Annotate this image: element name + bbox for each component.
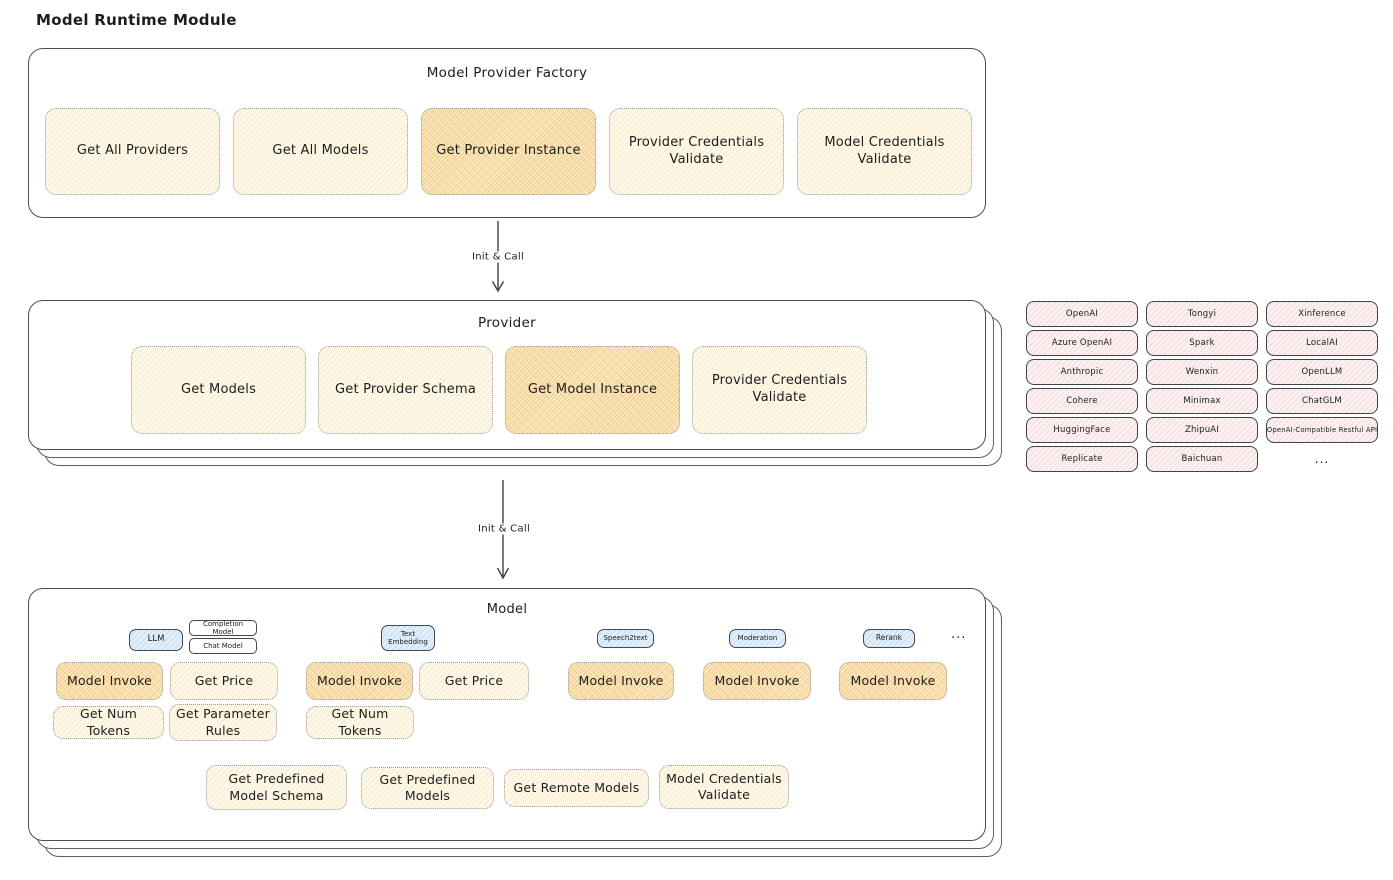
op-get-predefined-models: Get Predefined Models — [361, 767, 494, 809]
node-get-all-models: Get All Models — [233, 108, 408, 195]
model-title: Model — [486, 602, 528, 617]
provider-chip-azure-openai: Azure OpenAI — [1026, 330, 1138, 356]
provider-title: Provider — [478, 315, 536, 331]
factory-row: Get All Providers Get All Models Get Pro… — [45, 108, 972, 195]
type-badge-text-embedding: Text Embedding — [381, 625, 435, 651]
type-badge-completion-model: Completion Model — [189, 620, 257, 636]
provider-chip-localai: LocalAI — [1266, 330, 1378, 356]
provider-chip-more-ellipsis: ... — [1314, 452, 1330, 466]
provider-chip-xinference: Xinference — [1266, 301, 1378, 327]
op-model-invoke-moderation: Model Invoke — [703, 662, 811, 700]
provider-box: Provider Get Models Get Provider Schema … — [28, 300, 986, 450]
op-model-credentials-validate: Model Credentials Validate — [659, 765, 789, 809]
provider-chip-baichuan: Baichuan — [1146, 446, 1258, 472]
op-get-price-llm: Get Price — [170, 662, 278, 700]
op-model-invoke-text-embedding: Model Invoke — [306, 662, 413, 700]
provider-chip-spark: Spark — [1146, 330, 1258, 356]
factory-title: Model Provider Factory — [426, 65, 588, 81]
op-model-invoke-llm: Model Invoke — [56, 662, 163, 700]
node-get-provider-instance: Get Provider Instance — [421, 108, 596, 195]
node-model-credentials-validate: Model Credentials Validate — [797, 108, 972, 195]
providers-grid: OpenAI Tongyi Xinference Azure OpenAI Sp… — [1026, 301, 1378, 472]
provider-chip-openai: OpenAI — [1026, 301, 1138, 327]
node-get-all-providers: Get All Providers — [45, 108, 220, 195]
type-badge-llm: LLM — [129, 629, 183, 651]
provider-chip-wenxin: Wenxin — [1146, 359, 1258, 385]
provider-chip-openai-compatible: OpenAI-Compatible Restful API — [1266, 417, 1378, 443]
op-model-invoke-speech2text: Model Invoke — [568, 662, 674, 700]
op-get-num-tokens-text-embedding: Get Num Tokens — [306, 706, 414, 739]
node-get-models: Get Models — [131, 346, 306, 434]
provider-chip-zhipuai: ZhipuAI — [1146, 417, 1258, 443]
type-badge-speech2text: Speech2text — [597, 629, 654, 648]
model-provider-factory-box: Model Provider Factory Get All Providers… — [28, 48, 986, 218]
provider-chip-huggingface: HuggingFace — [1026, 417, 1138, 443]
op-get-price-text-embedding: Get Price — [419, 662, 529, 700]
op-get-remote-models: Get Remote Models — [504, 769, 649, 807]
provider-chip-cohere: Cohere — [1026, 388, 1138, 414]
node-get-provider-schema: Get Provider Schema — [318, 346, 493, 434]
edge-label-init-call-1: Init & Call — [466, 251, 530, 263]
type-badge-more-ellipsis: ... — [951, 627, 967, 642]
diagram-title: Model Runtime Module — [36, 11, 237, 29]
provider-row: Get Models Get Provider Schema Get Model… — [131, 346, 867, 434]
provider-chip-minimax: Minimax — [1146, 388, 1258, 414]
node-provider-credentials-validate-2: Provider Credentials Validate — [692, 346, 867, 434]
provider-chip-openllm: OpenLLM — [1266, 359, 1378, 385]
node-get-model-instance: Get Model Instance — [505, 346, 680, 434]
type-badge-chat-model: Chat Model — [189, 638, 257, 654]
op-model-invoke-rerank: Model Invoke — [839, 662, 947, 700]
op-get-num-tokens-llm: Get Num Tokens — [53, 706, 164, 739]
provider-chip-replicate: Replicate — [1026, 446, 1138, 472]
op-get-parameter-rules: Get Parameter Rules — [169, 704, 277, 741]
node-provider-credentials-validate: Provider Credentials Validate — [609, 108, 784, 195]
op-get-predefined-model-schema: Get Predefined Model Schema — [206, 765, 347, 810]
provider-chip-tongyi: Tongyi — [1146, 301, 1258, 327]
edge-label-init-call-2: Init & Call — [472, 523, 536, 535]
type-badge-rerank: Rerank — [863, 629, 915, 648]
provider-chip-chatglm: ChatGLM — [1266, 388, 1378, 414]
provider-chip-anthropic: Anthropic — [1026, 359, 1138, 385]
model-box: Model LLM Completion Model Chat Model Te… — [28, 588, 986, 841]
type-badge-moderation: Moderation — [729, 629, 786, 648]
